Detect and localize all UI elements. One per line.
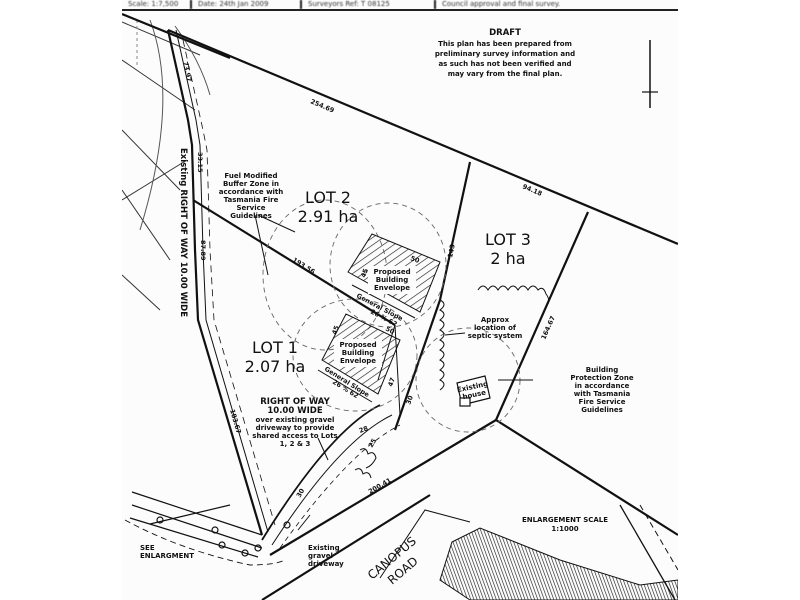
svg-text:shared access to Lots: shared access to Lots <box>252 432 337 440</box>
dim-envelope-30: 30 <box>404 394 415 406</box>
svg-text:Building: Building <box>586 366 619 374</box>
svg-text:Proposed: Proposed <box>373 268 410 276</box>
svg-text:Fire Service: Fire Service <box>579 398 626 406</box>
dim-envelope-45b: 45 <box>330 324 341 336</box>
svg-text:with Tasmania: with Tasmania <box>574 390 631 398</box>
leader-lines <box>254 214 533 531</box>
dim-driveway-28: 28 <box>358 424 370 435</box>
fuel-buffer-label: Fuel Modified Buffer Zone in accordance … <box>219 172 284 220</box>
lot-labels: LOT 2 2.91 ha LOT 3 2 ha LOT 1 2.07 ha <box>245 188 531 376</box>
septic-label: Approx location of septic system <box>468 316 523 340</box>
date-cell: Date: 24th Jan 2009 <box>192 0 302 9</box>
dim-north-boundary: 254.69 <box>309 97 336 114</box>
dim-west-mid1: 33.15 <box>196 152 204 173</box>
draft-line-1: This plan has been prepared from <box>438 40 572 48</box>
svg-text:Envelope: Envelope <box>374 284 410 292</box>
right-of-way-lines <box>175 29 401 549</box>
svg-text:ENLARGEMENT SCALE: ENLARGEMENT SCALE <box>522 516 608 524</box>
svg-text:ENLARGMENT: ENLARGMENT <box>140 552 194 560</box>
svg-text:1:1000: 1:1000 <box>551 525 578 533</box>
svg-text:Buffer Zone in: Buffer Zone in <box>223 180 279 188</box>
draft-note: DRAFT This plan has been prepared from p… <box>435 28 575 78</box>
survey-plan-sheet: Scale: 1:7,500 Date: 24th Jan 2009 Surve… <box>122 0 678 600</box>
dim-envelope-47: 47 <box>386 376 397 387</box>
lot2-name: LOT 2 <box>305 188 351 207</box>
existing-house <box>456 375 491 407</box>
svg-text:Guidelines: Guidelines <box>230 212 272 220</box>
road-name-label: CANOPUS ROAD <box>365 534 421 587</box>
building-protection-label: Building Protection Zone in accordance w… <box>570 366 633 414</box>
svg-text:Building: Building <box>376 276 409 284</box>
see-enlargement-label: SEE ENLARGMENT <box>140 544 194 560</box>
draft-line-4: may vary from the final plan. <box>448 70 563 78</box>
svg-text:SEE: SEE <box>140 544 155 552</box>
svg-text:Building: Building <box>342 349 375 357</box>
svg-text:gravel: gravel <box>308 552 333 560</box>
svg-text:Fuel Modified: Fuel Modified <box>224 172 277 180</box>
svg-text:Tasmania Fire: Tasmania Fire <box>224 196 279 204</box>
dim-driveway-25: 25 <box>367 437 379 449</box>
svg-text:Approx: Approx <box>481 316 510 324</box>
note-cell: Council approval and final survey. <box>442 0 561 8</box>
svg-text:Envelope: Envelope <box>340 357 376 365</box>
right-margin <box>678 0 800 600</box>
enlargement-detail <box>379 504 678 600</box>
dim-lot1-lot2: 193.56 <box>291 256 317 276</box>
svg-text:driveway to provide: driveway to provide <box>256 424 335 432</box>
dim-south-boundary: 200.41 <box>367 476 393 496</box>
dim-envelope-mid: 50 <box>384 325 396 337</box>
lot3-name: LOT 3 <box>485 230 531 249</box>
dim-west-mid2: 87.89 <box>199 240 207 261</box>
lot1-name: LOT 1 <box>252 338 298 357</box>
vegetation-line <box>354 285 550 479</box>
svg-text:Guidelines: Guidelines <box>581 406 623 414</box>
draft-line-3: as such has not been verified and <box>438 60 571 68</box>
plan-drawing: DRAFT This plan has been prepared from p… <box>122 12 678 600</box>
dim-lot3-north: 94.18 <box>521 182 543 198</box>
right-of-way-label: RIGHT OF WAY 10.00 WIDE over existing gr… <box>252 397 337 448</box>
svg-text:over existing gravel: over existing gravel <box>256 416 335 424</box>
lot1-area: 2.07 ha <box>245 357 306 376</box>
dim-envelope-45: 45 <box>359 267 370 279</box>
dim-lot3-east: 164.67 <box>540 315 558 341</box>
existing-row-label: Existing RIGHT OF WAY 10.00 WIDE <box>178 148 188 317</box>
svg-text:Service: Service <box>236 204 265 212</box>
dim-lot2-lot3: 143 <box>446 243 457 258</box>
svg-text:septic system: septic system <box>468 332 523 340</box>
lot2-area: 2.91 ha <box>298 207 359 226</box>
svg-text:in accordance: in accordance <box>575 382 630 390</box>
enlargement-scale-label: ENLARGEMENT SCALE 1:1000 <box>522 516 608 533</box>
dim-envelope-top: 50 <box>409 254 421 265</box>
svg-text:Proposed: Proposed <box>339 341 376 349</box>
lot-boundaries <box>122 12 678 600</box>
svg-text:10.00 WIDE: 10.00 WIDE <box>267 406 322 416</box>
existing-driveway-label: Existing gravel driveway <box>308 544 344 568</box>
left-margin <box>0 0 122 600</box>
scale-cell: Scale: 1:7,500 <box>122 0 192 9</box>
svg-text:driveway: driveway <box>308 560 344 568</box>
svg-text:RIGHT OF WAY: RIGHT OF WAY <box>260 397 330 407</box>
surveyor-ref-cell: Surveyors Ref: T 08125 <box>302 0 436 9</box>
svg-text:location of: location of <box>474 324 517 332</box>
draft-title: DRAFT <box>489 28 521 38</box>
svg-text:Protection Zone: Protection Zone <box>570 374 633 382</box>
svg-text:Existing: Existing <box>308 544 340 552</box>
lot3-area: 2 ha <box>490 249 525 268</box>
svg-text:1, 2 & 3: 1, 2 & 3 <box>280 440 311 448</box>
enlargement-strip <box>124 491 291 566</box>
draft-line-2: preliminary survey information and <box>435 50 575 58</box>
title-block: Scale: 1:7,500 Date: 24th Jan 2009 Surve… <box>122 0 678 11</box>
dim-driveway-30: 30 <box>295 487 307 499</box>
svg-text:accordance with: accordance with <box>219 188 284 196</box>
dim-west-top: 73.97 <box>181 61 193 83</box>
